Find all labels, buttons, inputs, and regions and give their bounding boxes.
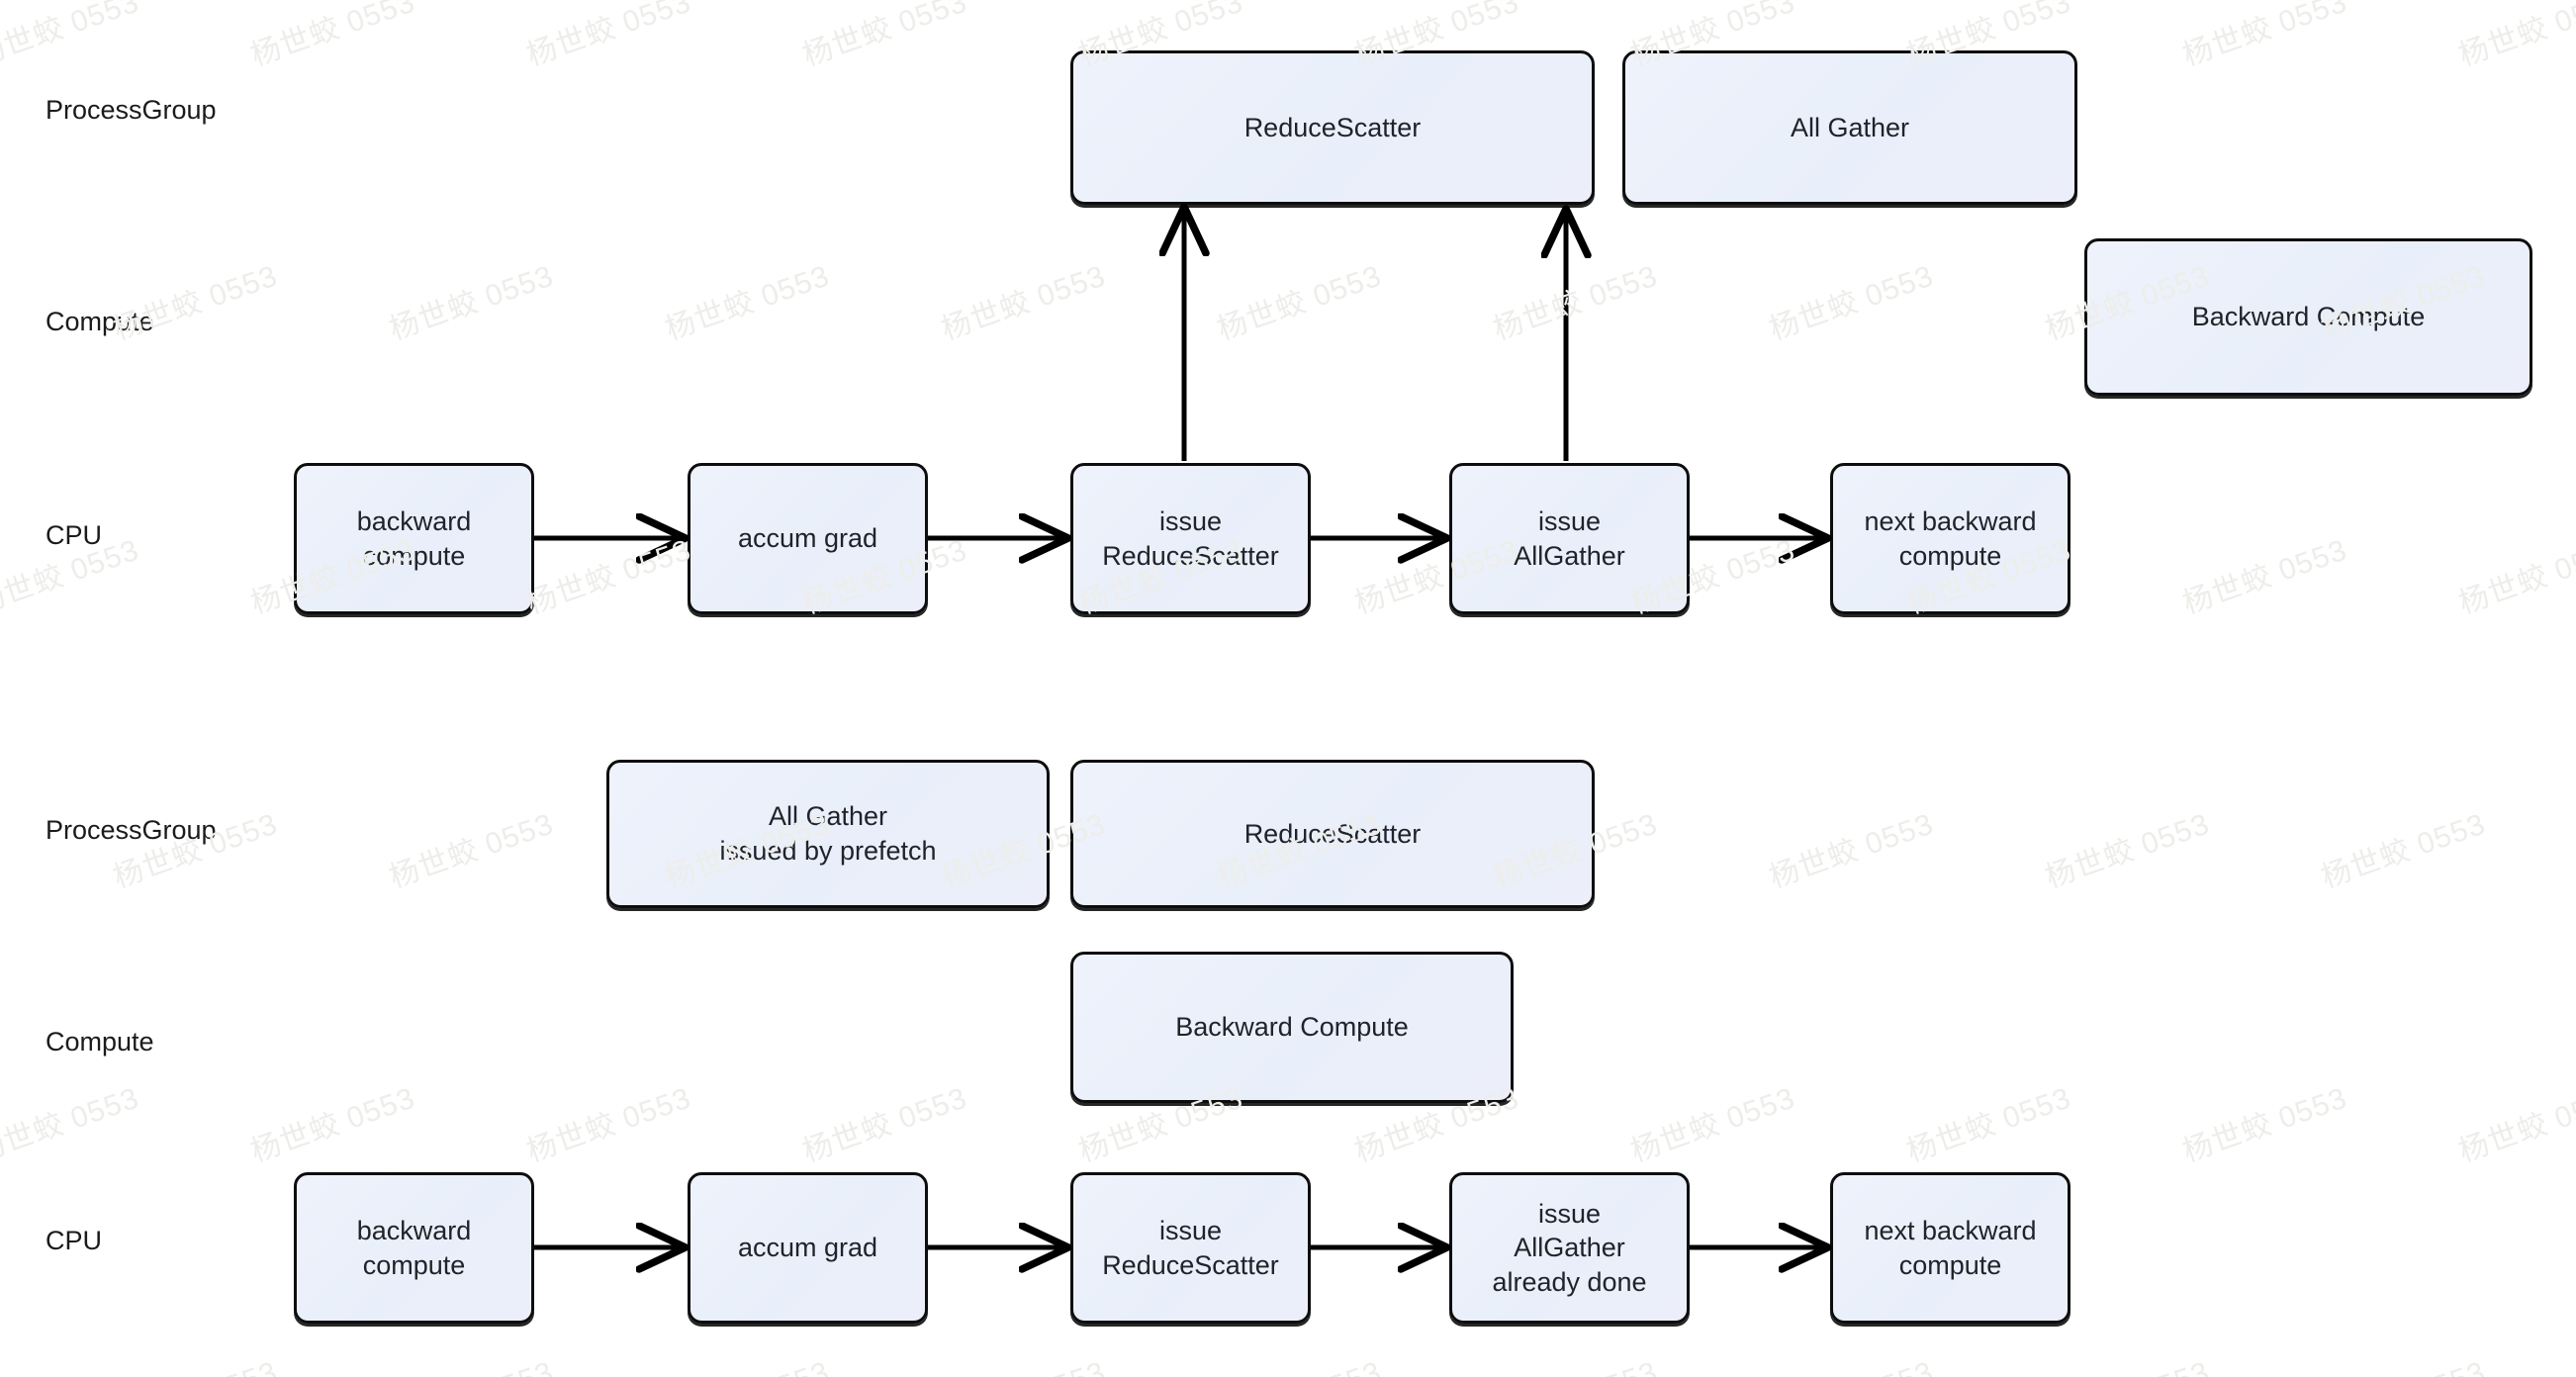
panel1-processgroup-allgather[interactable]: All Gather bbox=[1622, 50, 2077, 205]
panel2-cpu-issue-allgather-already-done[interactable]: issue AllGather already done bbox=[1449, 1172, 1690, 1324]
panel2-compute-backward-compute[interactable]: Backward Compute bbox=[1070, 952, 1514, 1103]
panel1-compute-backward-compute[interactable]: Backward Compute bbox=[2084, 238, 2532, 396]
panel1-cpu-backward-compute[interactable]: backward compute bbox=[294, 463, 534, 614]
panel1-row-label-compute: Compute bbox=[46, 307, 154, 336]
panel1-processgroup-reducescatter[interactable]: ReduceScatter bbox=[1070, 50, 1595, 205]
panel1-row-label-cpu: CPU bbox=[46, 520, 103, 550]
panel1-cpu-issue-allgather[interactable]: issue AllGather bbox=[1449, 463, 1690, 614]
panel2-processgroup-allgather-prefetch[interactable]: All Gather issued by prefetch bbox=[606, 760, 1050, 908]
panel2-row-label-processgroup: ProcessGroup bbox=[46, 815, 217, 845]
panel1-cpu-next-backward-compute[interactable]: next backward compute bbox=[1830, 463, 2070, 614]
panel1-cpu-accum-grad[interactable]: accum grad bbox=[688, 463, 928, 614]
panel2-row-label-cpu: CPU bbox=[46, 1226, 103, 1255]
panel1-row-label-processgroup: ProcessGroup bbox=[46, 95, 217, 125]
panel2-cpu-backward-compute[interactable]: backward compute bbox=[294, 1172, 534, 1324]
panel1-cpu-issue-reducescatter[interactable]: issue ReduceScatter bbox=[1070, 463, 1311, 614]
panel2-row-label-compute: Compute bbox=[46, 1027, 154, 1056]
panel2-cpu-accum-grad[interactable]: accum grad bbox=[688, 1172, 928, 1324]
panel2-cpu-next-backward-compute[interactable]: next backward compute bbox=[1830, 1172, 2070, 1324]
panel2-processgroup-reducescatter[interactable]: ReduceScatter bbox=[1070, 760, 1595, 908]
panel2-cpu-issue-reducescatter[interactable]: issue ReduceScatter bbox=[1070, 1172, 1311, 1324]
